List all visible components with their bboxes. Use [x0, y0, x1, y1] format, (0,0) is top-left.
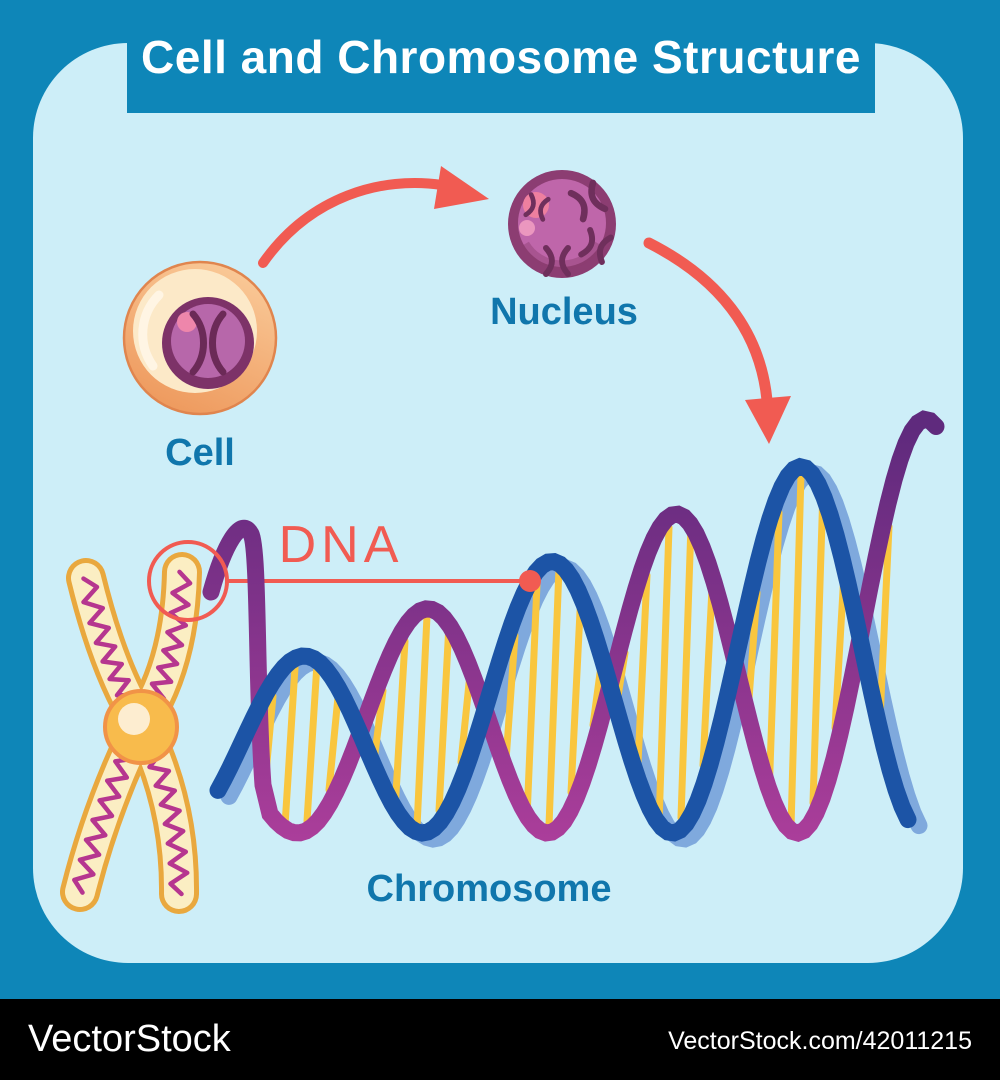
- chromosome-illustration: [60, 552, 202, 914]
- nucleus-chromatin: [523, 179, 614, 277]
- nucleus-highlight-small: [519, 220, 535, 236]
- chromatin-glyph: [523, 192, 551, 222]
- watermark-bar: [0, 999, 1000, 1080]
- centromere-highlight: [118, 703, 150, 735]
- watermark-url: VectorStock.com/42011215: [668, 1027, 972, 1055]
- dna-base-rung: [633, 571, 651, 788]
- arrow-nucleus-to-dna-shaft: [643, 237, 773, 406]
- dna-base-rung: [677, 521, 695, 822]
- dna-base-rung: [523, 580, 541, 821]
- chromatin-glyph: [567, 179, 609, 223]
- label-nucleus: Nucleus: [490, 291, 638, 333]
- arrow-nucleus-to-dna: [643, 237, 791, 444]
- dna-base-rung: [545, 564, 563, 829]
- dna-base-rung: [765, 508, 783, 801]
- dna-base-rung: [435, 620, 453, 814]
- dna-base-rung: [413, 612, 431, 831]
- chromatin-glyph: [543, 245, 571, 277]
- label-dna: DNA: [278, 516, 404, 574]
- label-chromosome: Chromosome: [366, 868, 612, 910]
- arrow-cell-to-nucleus: [258, 166, 489, 268]
- dna-zoom-circle: [147, 540, 229, 622]
- cell-chromosome-glyph: [189, 310, 227, 376]
- dna-base-rung: [809, 486, 827, 807]
- dna-base-rung: [303, 660, 321, 825]
- arrow-cell-to-nucleus-shaft: [258, 177, 447, 268]
- cell-illustration: [122, 260, 278, 416]
- arrow-nucleus-to-dna-head: [745, 396, 791, 444]
- dna-strand-blue: [209, 457, 917, 842]
- watermark-logo: VectorStock: [28, 1018, 231, 1060]
- dna-base-rung: [567, 588, 585, 796]
- dna-leader-dot: [519, 570, 541, 592]
- title-banner: Cell and Chromosome Structure: [127, 0, 875, 113]
- dna-base-rung: [655, 524, 673, 827]
- label-cell: Cell: [165, 432, 235, 474]
- nucleus-illustration: [508, 170, 616, 278]
- dna-base-rung: [281, 664, 299, 829]
- chromatin-glyph: [578, 227, 614, 265]
- cell-shine: [138, 290, 164, 371]
- page-title: Cell and Chromosome Structure: [141, 30, 861, 83]
- chromosome-coil: [72, 734, 141, 895]
- dna-base-rung: [391, 637, 409, 814]
- arrow-cell-to-nucleus-head: [434, 166, 489, 209]
- dna-base-rung: [787, 470, 805, 831]
- dna-strand-purple: [202, 410, 945, 842]
- dna-helix: [202, 410, 945, 848]
